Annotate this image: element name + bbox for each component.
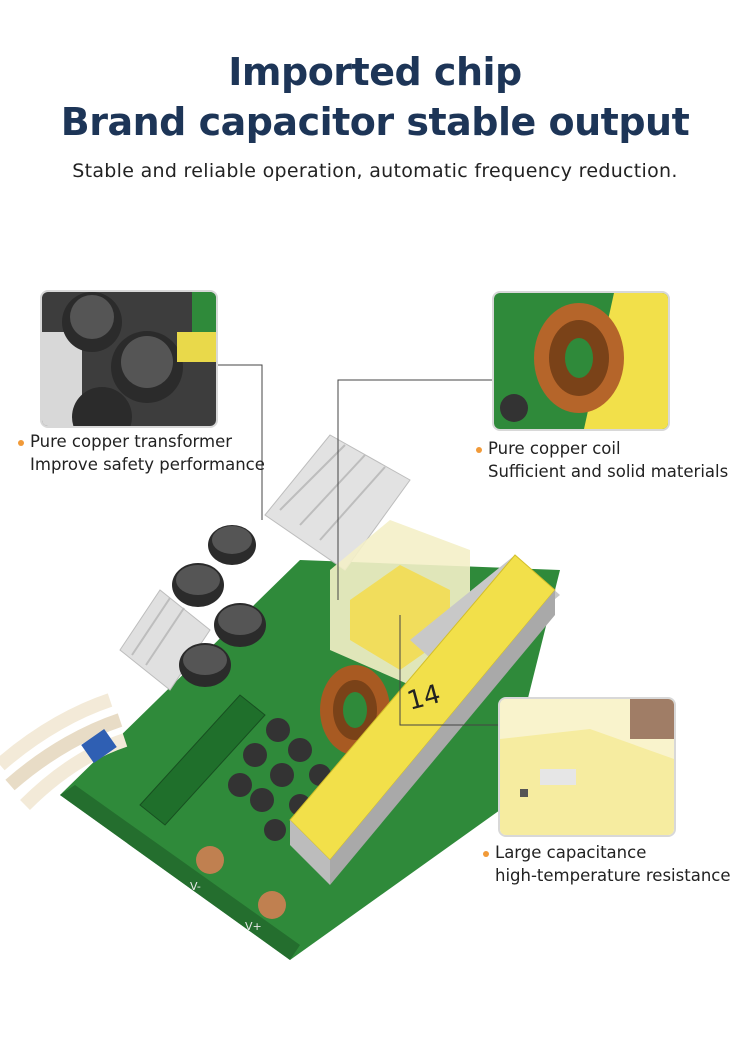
control-daughterboard bbox=[139, 694, 266, 826]
callout-coil-line1: Pure copper coil bbox=[488, 439, 621, 458]
pcb-edge bbox=[60, 785, 300, 960]
bullet-dot bbox=[483, 850, 489, 857]
page-title-line1: Imported chip bbox=[228, 50, 522, 94]
small-capacitors bbox=[228, 718, 331, 841]
circuit-board-image: 14 V- V+ bbox=[0, 434, 560, 960]
wire-bundle bbox=[0, 693, 128, 810]
callout-transformer-line1: Pure copper transformer bbox=[30, 432, 233, 451]
callout-coil-line2: Sufficient and solid materials bbox=[488, 462, 729, 481]
thumbnail-transformer bbox=[40, 290, 218, 428]
thumbnail-capacitance bbox=[498, 697, 676, 837]
callout-capacitance: Large capacitance high-temperature resis… bbox=[483, 841, 731, 887]
callout-coil: Pure copper coil Sufficient and solid ma… bbox=[476, 437, 728, 483]
heatsink-left bbox=[119, 589, 211, 691]
callout-capacitance-line2: high-temperature resistance bbox=[495, 866, 731, 885]
callout-capacitance-line1: Large capacitance bbox=[495, 843, 647, 862]
callout-transformer-line2: Improve safety performance bbox=[30, 455, 265, 474]
terminal-v-minus-label: V- bbox=[190, 880, 201, 893]
page-title-line2: Brand capacitor stable output bbox=[60, 100, 690, 144]
terminal-v-plus-label: V+ bbox=[245, 920, 262, 933]
page-subtitle: Stable and reliable operation, automatic… bbox=[72, 160, 678, 182]
callout-transformer: Pure copper transformer Improve safety p… bbox=[18, 430, 265, 476]
thumbnail-copper-coil bbox=[492, 291, 670, 431]
relay bbox=[81, 728, 117, 764]
bullet-dot bbox=[18, 439, 24, 446]
bullet-dot bbox=[476, 446, 482, 453]
large-capacitors bbox=[172, 525, 266, 687]
power-terminals: V- V+ bbox=[190, 846, 286, 933]
